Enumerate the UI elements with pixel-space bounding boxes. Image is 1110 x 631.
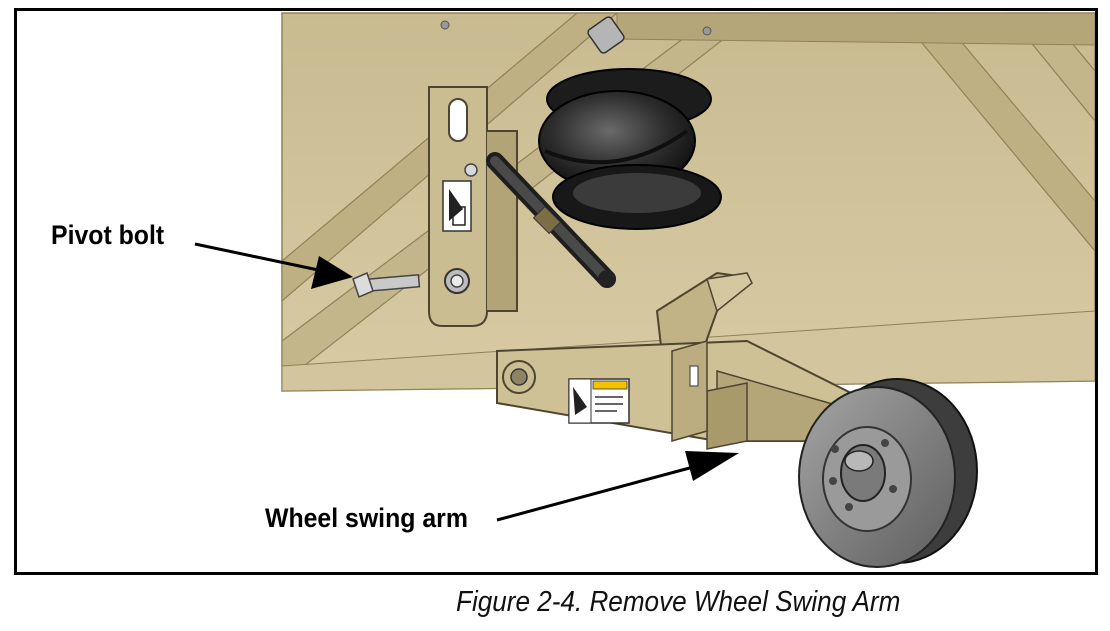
air-spring <box>538 16 722 230</box>
warning-decal-bracket <box>442 180 472 232</box>
shock-absorber <box>486 152 616 288</box>
swing-arm-assembly <box>496 271 888 450</box>
pivot-bolt-part <box>352 271 421 299</box>
figure-caption: Figure 2-4. Remove Wheel Swing Arm <box>456 586 901 618</box>
pivot-bolt-label: Pivot bolt <box>51 220 165 250</box>
pivot-bolt-arrow <box>194 242 353 289</box>
equipment-illustration <box>194 12 1095 568</box>
wheel-hub <box>798 378 978 568</box>
pinch-point-decal <box>568 378 630 424</box>
swing-arm-arrow <box>496 451 739 522</box>
wheel-swing-arm-label: Wheel swing arm <box>265 503 468 533</box>
figure-frame: Pivot bolt Wheel swing arm <box>14 8 1098 575</box>
